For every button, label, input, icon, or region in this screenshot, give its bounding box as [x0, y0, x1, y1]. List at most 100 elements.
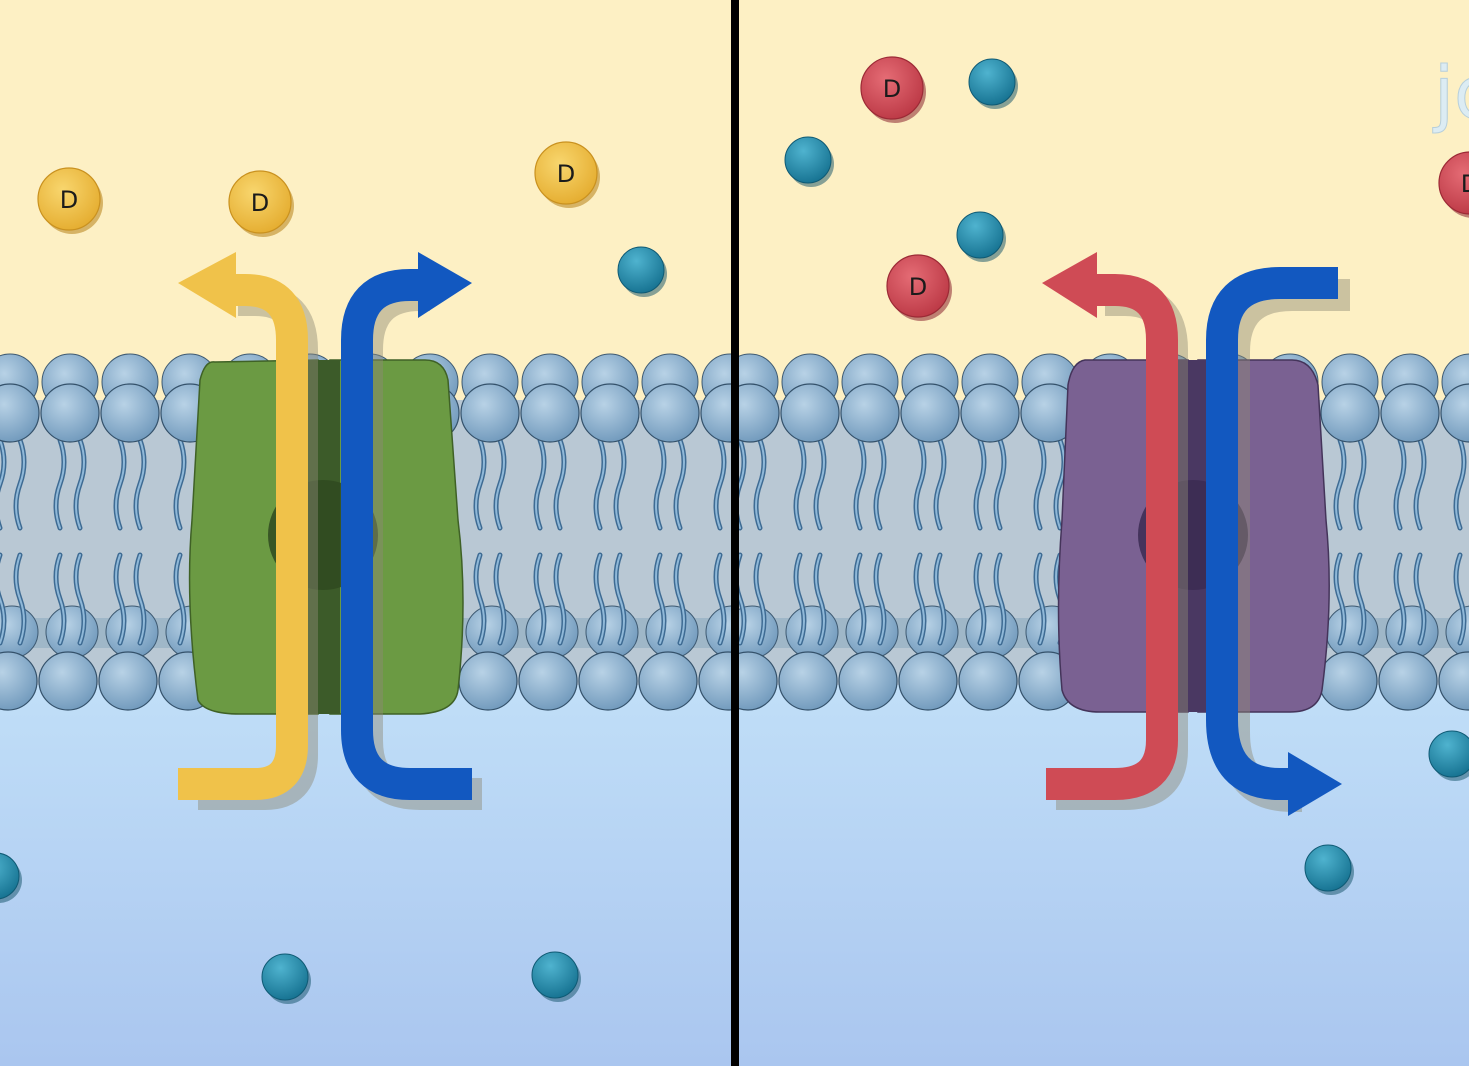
- lipid-tail: [1055, 439, 1065, 529]
- drug-molecule-right: D: [860, 56, 926, 123]
- lipid-tail: [875, 439, 885, 529]
- ion-molecule: [784, 136, 834, 187]
- lipid-tail: [915, 439, 925, 529]
- lipid-tail: [0, 439, 5, 529]
- lipid-head: [458, 651, 518, 711]
- lipid-tail: [755, 439, 765, 529]
- lipid-tail: [1455, 439, 1465, 529]
- ion-molecule: [261, 953, 311, 1004]
- lipid-head: [960, 383, 1020, 443]
- lipid-tail: [655, 554, 665, 644]
- lipid-tail: [855, 554, 865, 644]
- lipid-head: [898, 651, 958, 711]
- lipid-tail: [1335, 554, 1345, 644]
- lipid-head: [520, 383, 580, 443]
- lipid-tail: [175, 554, 185, 644]
- lipid-tail: [55, 554, 65, 644]
- lipid-head: [1378, 651, 1438, 711]
- lipid-tail: [595, 439, 605, 529]
- lipid-head: [700, 383, 731, 443]
- lipid-tail: [739, 439, 745, 529]
- lipid-tail: [935, 554, 945, 644]
- membrane-left: [0, 353, 731, 711]
- lipid-tail: [615, 439, 625, 529]
- lipid-tail: [15, 439, 25, 529]
- lipid-tail: [555, 554, 565, 644]
- right-ion-efflux-arrow: [1206, 267, 1350, 816]
- lipid-tail: [1395, 439, 1405, 529]
- ion-molecule: [956, 211, 1006, 262]
- lipid-head-back: [645, 605, 699, 659]
- lipid-tail: [1415, 439, 1425, 529]
- lipid-head: [840, 383, 900, 443]
- lipid-head: [638, 651, 698, 711]
- lipid-tail: [1035, 554, 1045, 644]
- lipid-tail: [795, 439, 805, 529]
- lipid-tail: [15, 554, 25, 644]
- lipid-tail: [115, 554, 125, 644]
- lipid-tail: [0, 554, 5, 644]
- ion-molecule: [617, 246, 667, 297]
- lipid-head: [40, 383, 100, 443]
- lipid-head-back: [845, 605, 899, 659]
- lipid-head-back: [525, 605, 579, 659]
- ion-molecule: [531, 951, 581, 1002]
- lipid-head: [0, 383, 40, 443]
- lipid-tail: [795, 554, 805, 644]
- lipid-head: [838, 651, 898, 711]
- ion-molecule: [0, 852, 22, 903]
- lipid-tail: [495, 554, 505, 644]
- lipid-tail: [715, 554, 725, 644]
- drug-molecule-left: D: [534, 141, 600, 208]
- lipid-head: [780, 383, 840, 443]
- lipid-head: [1320, 383, 1380, 443]
- lipid-tail: [135, 554, 145, 644]
- lipid-head-back: [1385, 605, 1439, 659]
- lipid-head: [38, 651, 98, 711]
- drug-label: D: [909, 273, 927, 301]
- lipid-tail: [75, 439, 85, 529]
- lipid-tail: [115, 439, 125, 529]
- lipid-head-back: [105, 605, 159, 659]
- lipid-head-back: [965, 605, 1019, 659]
- lipid-head: [900, 383, 960, 443]
- lipid-head: [778, 651, 838, 711]
- lipid-head: [100, 383, 160, 443]
- lipid-tail: [655, 439, 665, 529]
- lipid-tail: [715, 439, 725, 529]
- lipid-head: [518, 651, 578, 711]
- ion-molecule: [968, 58, 1018, 109]
- lipid-tail: [535, 554, 545, 644]
- lipid-tail: [535, 439, 545, 529]
- lipid-head: [578, 651, 638, 711]
- panel-divider: [731, 0, 739, 1066]
- drug-molecule-left: D: [37, 167, 103, 234]
- lipid-tail: [1455, 554, 1465, 644]
- lipid-tail: [1355, 554, 1365, 644]
- lipid-head-back: [585, 605, 639, 659]
- lipid-head: [739, 651, 778, 711]
- lipid-tail: [555, 439, 565, 529]
- lipid-tail: [1035, 439, 1045, 529]
- lipid-head: [98, 651, 158, 711]
- lipid-head-back: [785, 605, 839, 659]
- lipid-head-back: [905, 605, 959, 659]
- lipid-tail: [935, 439, 945, 529]
- lipid-tail: [1415, 554, 1425, 644]
- lipid-head: [580, 383, 640, 443]
- lipid-head: [460, 383, 520, 443]
- lipid-tail: [975, 554, 985, 644]
- lipid-tail: [995, 554, 1005, 644]
- lipid-tail: [475, 554, 485, 644]
- lipid-tail: [495, 439, 505, 529]
- lipid-tail: [975, 439, 985, 529]
- lipid-tail: [815, 554, 825, 644]
- lipid-head: [698, 651, 731, 711]
- lipid-tail: [75, 554, 85, 644]
- lipid-tail: [675, 554, 685, 644]
- lipid-head: [640, 383, 700, 443]
- lipid-head: [1440, 383, 1469, 443]
- lipid-head: [1438, 651, 1469, 711]
- lipid-head: [1318, 651, 1378, 711]
